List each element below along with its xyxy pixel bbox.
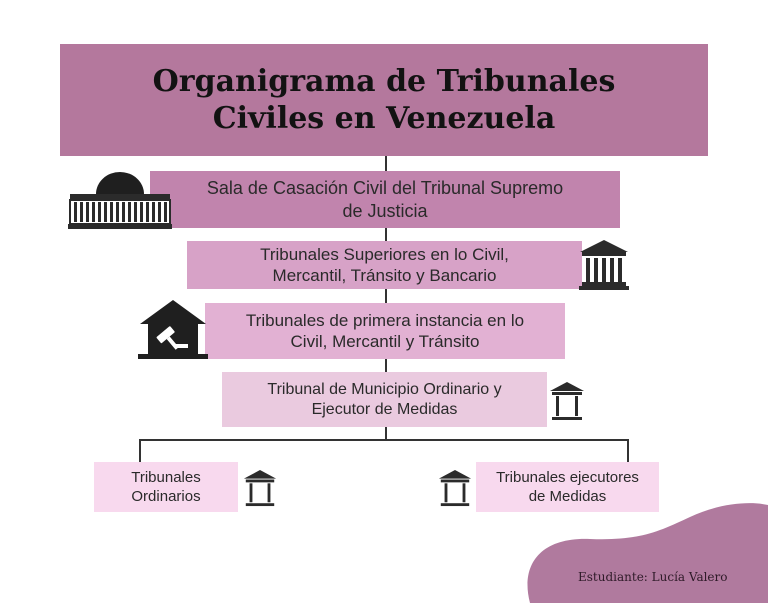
connector-right-drop	[627, 439, 629, 462]
chart-title: Organigrama de Tribunales Civiles en Ven…	[60, 44, 708, 156]
title-line-1: Organigrama de Tribunales	[152, 64, 616, 99]
node-sala-line-2: de Justicia	[342, 200, 428, 221]
node-sala-line-1: Sala de Casación Civil del Tribunal Supr…	[206, 177, 564, 198]
node-ordinarios-line-2: Ordinarios	[131, 488, 201, 505]
capitol-building-icon	[68, 172, 172, 229]
small-courthouse-icon	[438, 470, 472, 507]
node-tribunales-ordinarios: Tribunales Ordinarios	[94, 462, 238, 512]
node-sala-casacion: Sala de Casación Civil del Tribunal Supr…	[150, 171, 620, 228]
title-line-2: Civiles en Venezuela	[212, 101, 556, 136]
courthouse-icon	[579, 240, 629, 290]
student-credit: Estudiante: Lucía Valero	[578, 570, 728, 584]
node-primera-instancia: Tribunales de primera instancia en lo Ci…	[205, 303, 565, 359]
node-ejecutores-line-2: de Medidas	[528, 488, 607, 505]
node-superiores-line-2: Mercantil, Tránsito y Bancario	[272, 266, 497, 285]
node-ordinarios-line-1: Tribunales	[131, 469, 201, 486]
node-ejecutores-line-1: Tribunales ejecutores	[496, 469, 639, 486]
small-courthouse-icon	[243, 470, 277, 507]
node-tribunales-ejecutores: Tribunales ejecutores de Medidas	[476, 462, 659, 512]
node-municipio-line-2: Ejecutor de Medidas	[311, 400, 458, 418]
node-superiores-line-1: Tribunales Superiores en lo Civil,	[260, 245, 509, 264]
node-primera-line-2: Civil, Mercantil y Tránsito	[290, 332, 480, 351]
small-courthouse-icon	[550, 382, 584, 420]
node-municipio: Tribunal de Municipio Ordinario y Ejecut…	[222, 372, 547, 427]
node-municipio-line-1: Tribunal de Municipio Ordinario y	[267, 380, 502, 398]
connector-horizontal	[139, 439, 629, 441]
node-tribunales-superiores: Tribunales Superiores en lo Civil, Merca…	[187, 241, 582, 289]
connector-vertical	[385, 156, 387, 439]
connector-left-drop	[139, 439, 141, 462]
node-primera-line-1: Tribunales de primera instancia en lo	[245, 311, 525, 330]
gavel-house-icon	[138, 300, 208, 359]
decorative-blob	[527, 503, 768, 603]
